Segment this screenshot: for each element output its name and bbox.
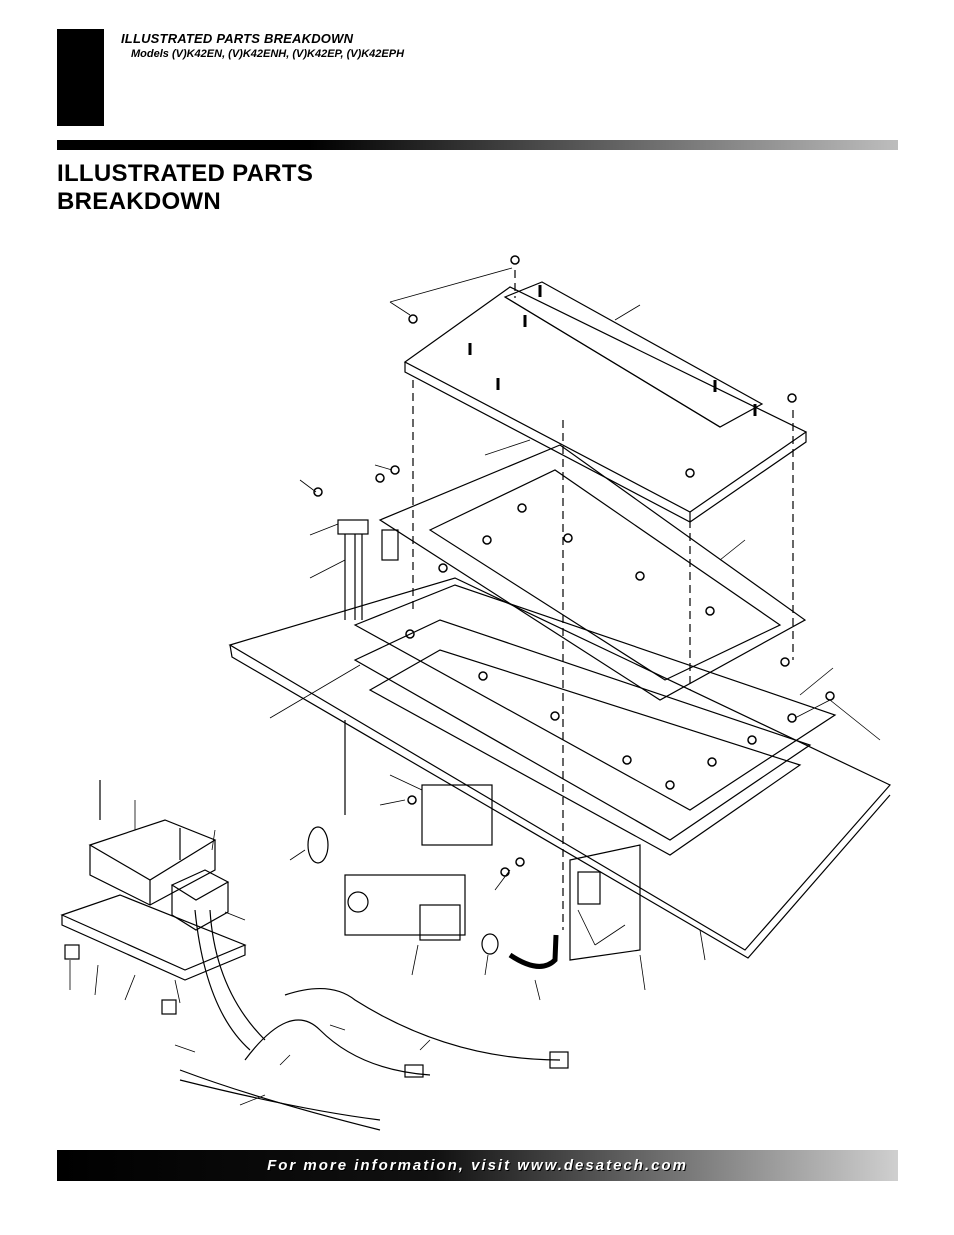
alignment-lines <box>412 270 794 930</box>
section-tab-block <box>57 29 104 126</box>
top-cover-panel <box>403 281 808 523</box>
header-rule <box>57 140 898 150</box>
leader-lines <box>69 267 881 1106</box>
burner-tray <box>228 577 891 959</box>
mounting-plate <box>569 844 641 961</box>
pilot-assembly <box>337 519 399 815</box>
footer-text: For more information, visit www.desatech… <box>267 1157 688 1174</box>
footer-banner: For more information, visit www.desatech… <box>57 1150 898 1181</box>
wiring-harness <box>179 909 569 1131</box>
gas-valve <box>307 784 559 969</box>
page-title-line2: BREAKDOWN <box>57 188 222 215</box>
screws <box>313 255 835 877</box>
page-title: ILLUSTRATED PARTS BREAKDOWN <box>57 160 313 216</box>
header-models: Models (V)K42EN, (V)K42ENH, (V)K42EP, (V… <box>131 48 405 60</box>
header-section-title: ILLUSTRATED PARTS BREAKDOWN <box>121 31 354 46</box>
control-module <box>60 780 247 1015</box>
page-title-line1: ILLUSTRATED PARTS <box>57 160 314 187</box>
